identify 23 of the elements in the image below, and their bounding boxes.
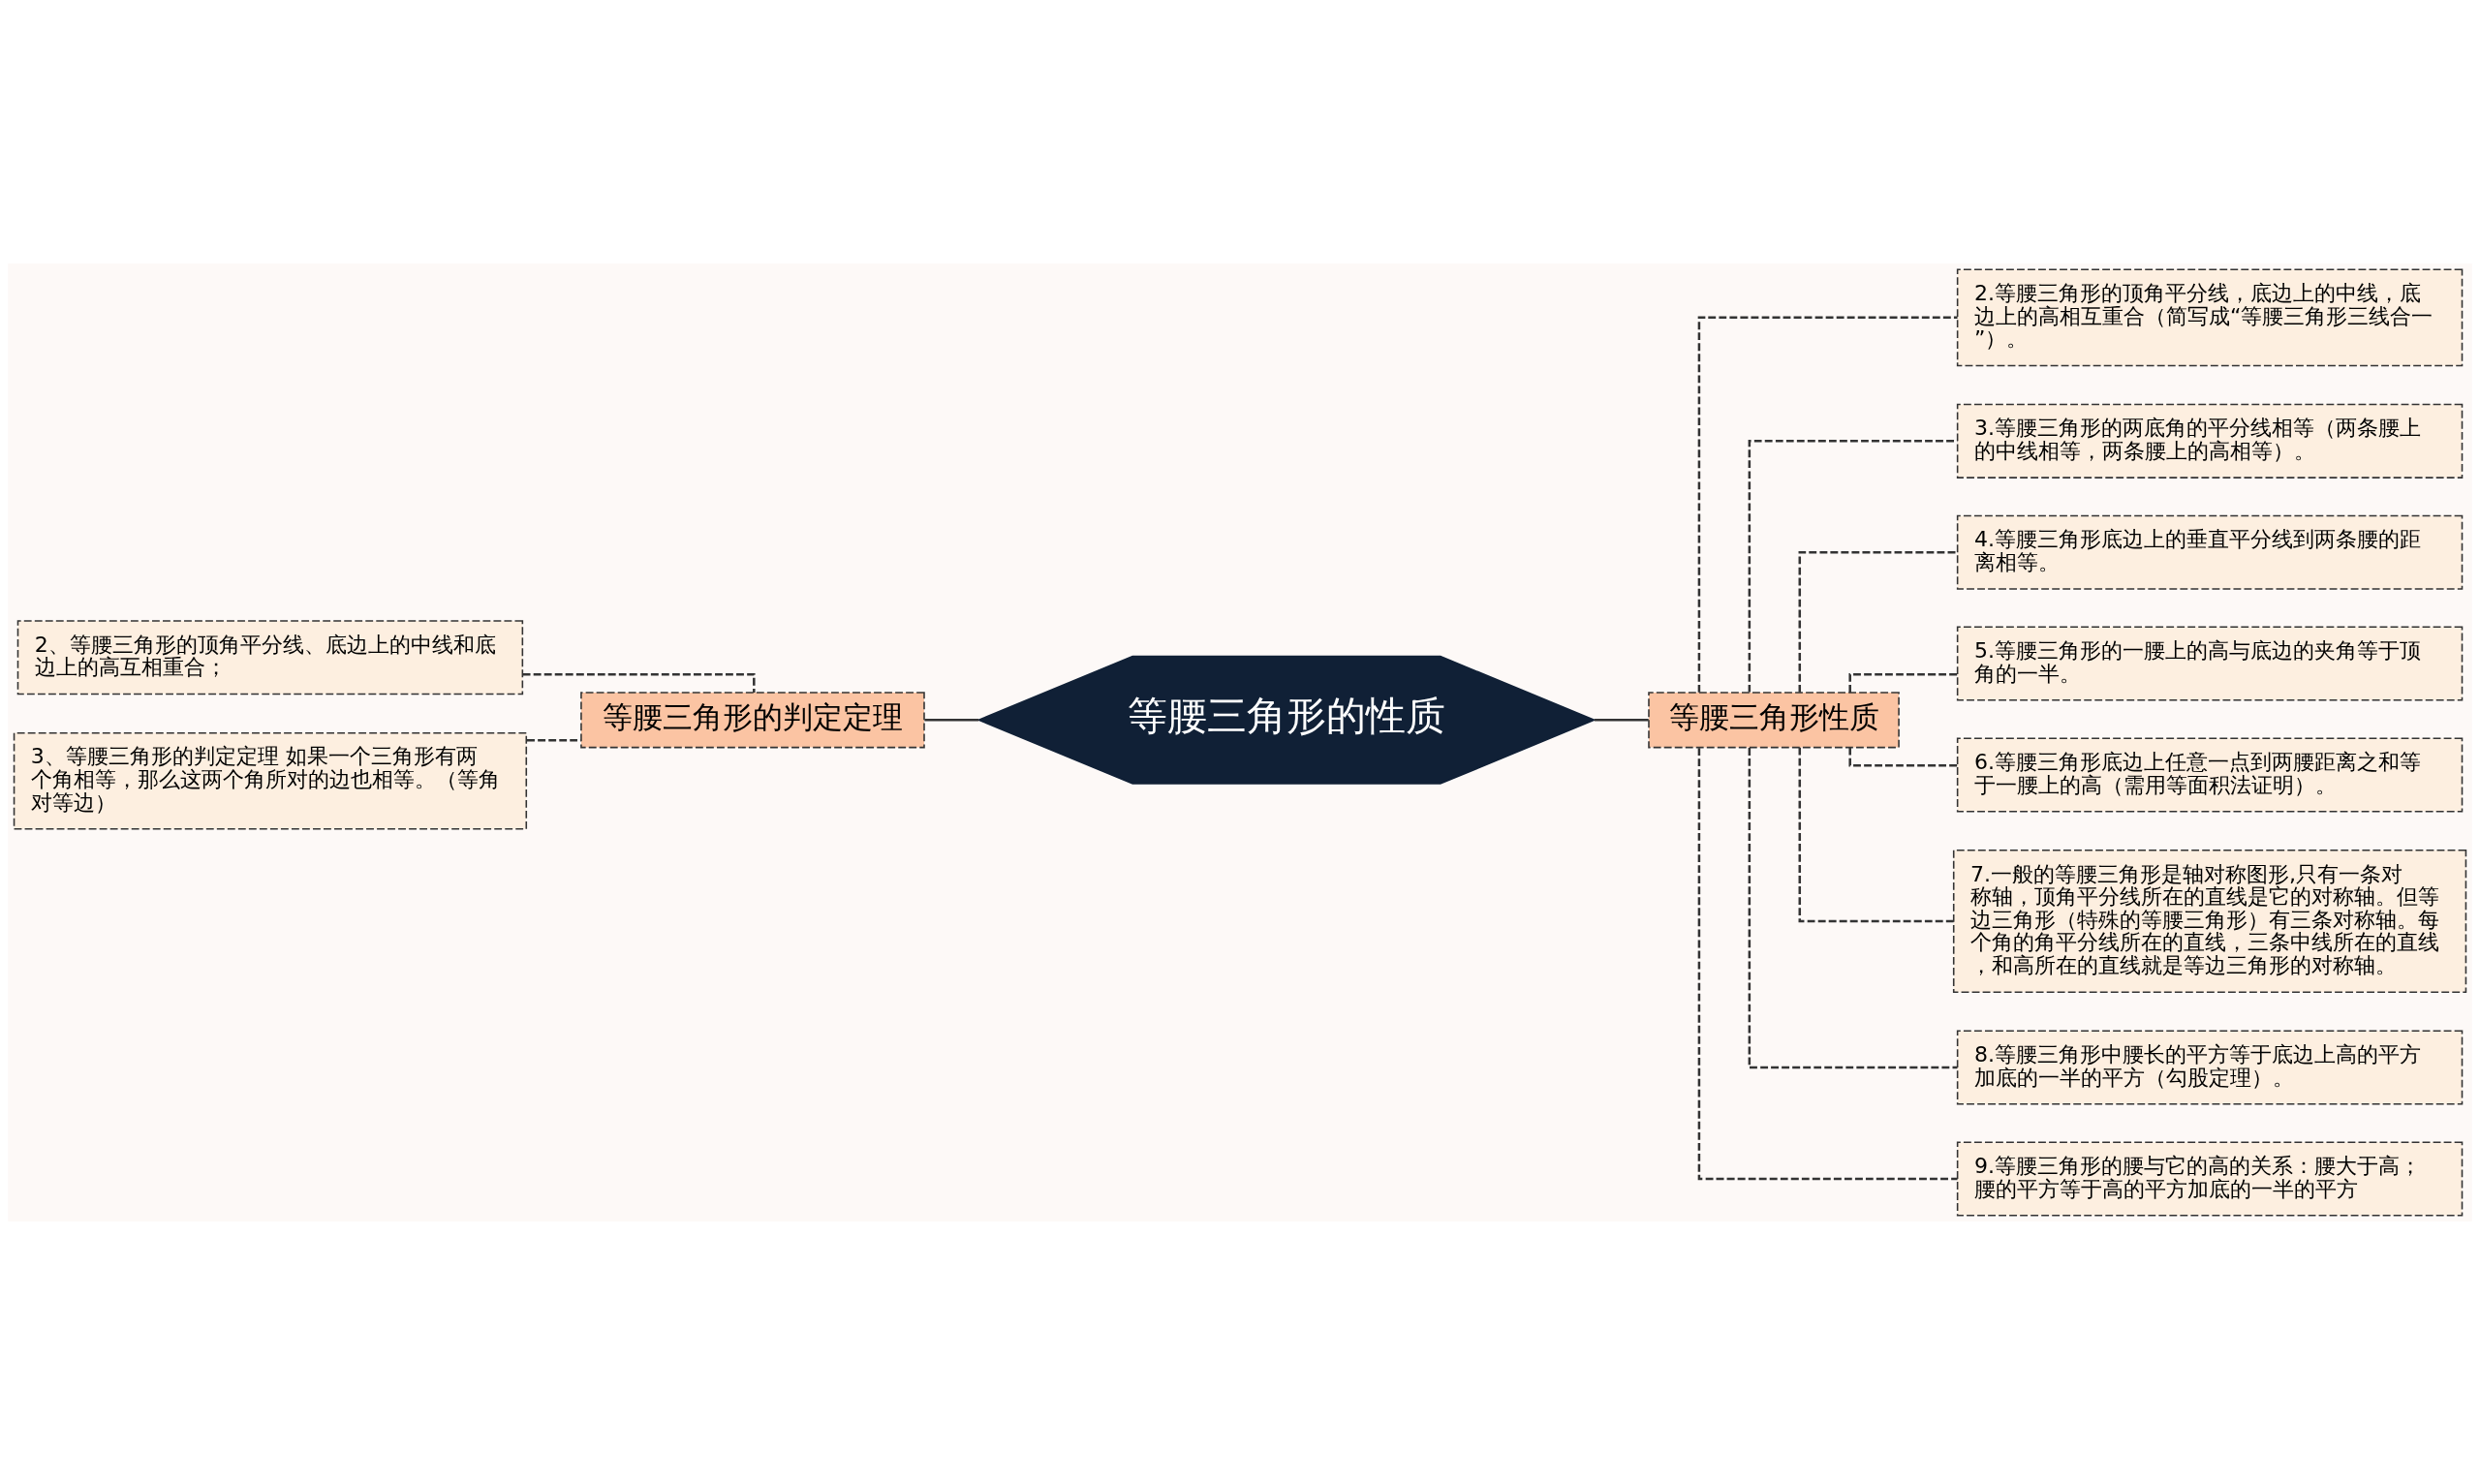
connector xyxy=(1798,747,1954,922)
connector xyxy=(1848,672,1958,693)
node-box: 9.等腰三角形的腰与它的高的关系：腰大于高；腰的平方等于高的平方加底的一半的平方 xyxy=(1956,1140,2464,1216)
connector xyxy=(1748,439,1958,693)
node-box: 6.等腰三角形底边上任意一点到两腰距离之和等于一腰上的高（需用等面积法证明）。 xyxy=(1956,736,2464,812)
connector xyxy=(1798,550,1958,693)
node-box: 7.一般的等腰三角形是轴对称图形,只有一条对称轴，顶角平分线所在的直线是它的对称轴。但等边三角形（特殊的等腰三角形）有三条对称轴。每个角的角平分线所在的直线，三条中线所在的直线，和高所在的直线就是等边三角形的对称轴。 xyxy=(1952,849,2467,993)
node-box: 4.等腰三角形底边上的垂直平分线到两条腰的距离相等。 xyxy=(1956,514,2464,590)
node-box: 2.等腰三角形的顶角平分线，底边上的中线，底边上的高相互重合（简写成“等腰三角形三线合一”）。 xyxy=(1956,268,2464,366)
connector xyxy=(1697,747,1958,1180)
node-box: 5.等腰三角形的一腰上的高与底边的夹角等于顶角的一半。 xyxy=(1956,626,2464,701)
connector xyxy=(1848,747,1958,766)
node-box: 8.等腰三角形中腰长的平方等于底边上高的平方加底的一半的平方（勾股定理）。 xyxy=(1956,1030,2464,1105)
node-box: 等腰三角形的判定定理 xyxy=(580,691,925,748)
node-box: 2、等腰三角形的顶角平分线、底边上的中线和底边上的高互相重合； xyxy=(16,619,524,695)
node-box: 3.等腰三角形的两底角的平分线相等（两条腰上的中线相等，两条腰上的高相等）。 xyxy=(1956,403,2464,479)
connector xyxy=(1748,747,1958,1068)
connector xyxy=(924,718,979,722)
connector xyxy=(1697,316,1958,693)
node-box: 等腰三角形性质 xyxy=(1648,691,1900,748)
connector xyxy=(527,738,581,741)
node-box: 3、等腰三角形的判定定理 如果一个三角形有两个角相等，那么这两个角所对的边也相等。（等角对等边） xyxy=(13,731,528,830)
connector xyxy=(1594,718,1649,722)
